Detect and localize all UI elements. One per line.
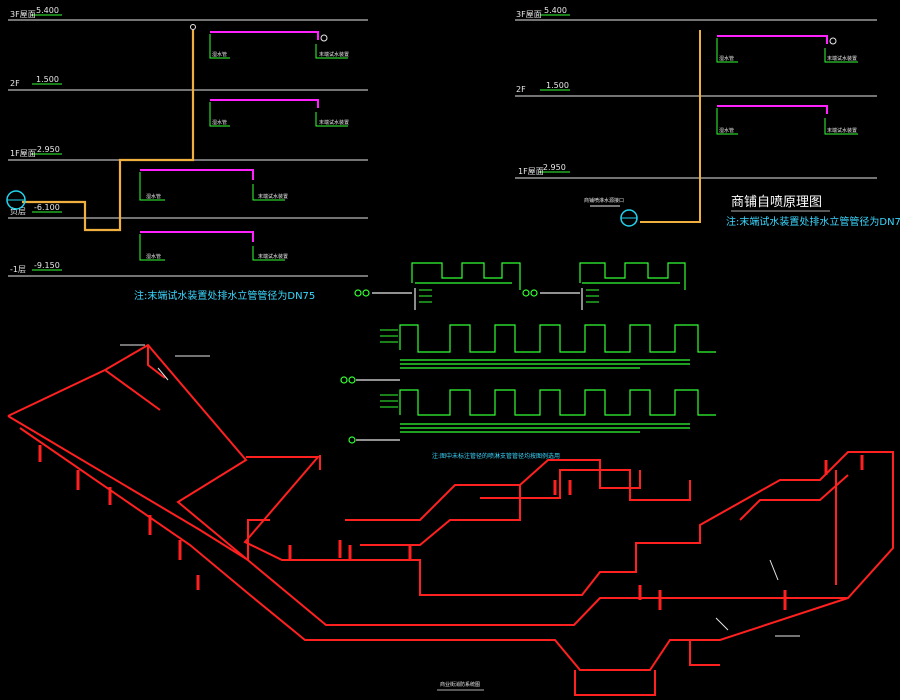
center-note: 注:图中未标注管径的喷淋支管管径均按图例选用 — [432, 452, 560, 460]
isometric-pipe-network — [7, 343, 894, 696]
riser-pipe — [640, 30, 701, 223]
test-valve-icon — [320, 34, 328, 42]
left-schematic: 3F屋面 5.400 2F 1.500 1F屋面 -2.950 负层 -6.10… — [6, 6, 368, 302]
branch-pipe — [210, 31, 319, 40]
level-name: 负层 — [10, 206, 26, 216]
branch-label: 湿水管 — [146, 193, 161, 200]
branch-pipe — [717, 105, 828, 114]
level-elevation: 1.500 — [546, 81, 569, 90]
pipe-run — [399, 324, 716, 353]
branch-pipe — [140, 169, 254, 180]
level-name: 1F屋面 — [10, 149, 36, 158]
level-elevation: -9.150 — [34, 261, 60, 270]
sprinkler-system-diagram — [340, 262, 716, 444]
left-note: 注:末端试水装置处排水立管管径为DN75 — [134, 289, 315, 302]
branch-label: 湿水管 — [719, 55, 734, 62]
right-note: 注:末端试水装置处排水立管管径为DN75 — [726, 215, 900, 228]
level-elevation: -2.950 — [540, 163, 566, 172]
level-elevation: 5.400 — [36, 6, 59, 15]
device-label: 商铺喷淋水源接口 — [584, 197, 624, 204]
diagram-title: 商铺自喷原理图 — [731, 195, 822, 210]
pipe-run — [579, 262, 686, 290]
branch-label: 湿水管 — [719, 127, 734, 134]
branch-label: 末端试水装置 — [827, 127, 857, 134]
level-elevation: 1.500 — [36, 75, 59, 84]
test-valve-icon — [829, 37, 837, 45]
level-name: 2F — [10, 79, 20, 88]
bottom-caption: 商业街消防系统图 — [440, 681, 480, 688]
branch-label: 末端试水装置 — [319, 119, 349, 126]
branch-label: 湿水管 — [212, 119, 227, 126]
pipe-run — [411, 262, 521, 290]
branch-label: 末端试水装置 — [319, 51, 349, 58]
level-elevation: 5.400 — [544, 6, 567, 15]
level-name: 1F屋面 — [518, 167, 544, 176]
pipe-run — [399, 389, 716, 416]
level-name: -1层 — [10, 265, 26, 274]
right-schematic: 3F屋面 5.400 2F 1.500 1F屋面 -2.950 商铺喷淋水源接口… — [515, 6, 900, 228]
branch-label: 末端试水装置 — [258, 193, 288, 200]
level-name: 3F屋面 — [10, 10, 36, 19]
level-elevation: -6.100 — [34, 203, 60, 212]
branch-label: 末端试水装置 — [827, 55, 857, 62]
level-elevation: -2.950 — [34, 145, 60, 154]
branch-pipe — [210, 99, 319, 108]
exhaust-valve-icon — [190, 24, 196, 30]
branch-label: 湿水管 — [212, 51, 227, 58]
branch-pipe — [717, 35, 828, 44]
main-pipe-loop — [7, 343, 894, 626]
branch-label: 末端试水装置 — [258, 253, 288, 260]
branch-label: 湿水管 — [146, 253, 161, 260]
level-name: 3F屋面 — [516, 10, 542, 19]
main-riser-pipe — [22, 30, 195, 232]
branch-pipe — [140, 231, 254, 242]
level-name: 2F — [516, 85, 526, 94]
